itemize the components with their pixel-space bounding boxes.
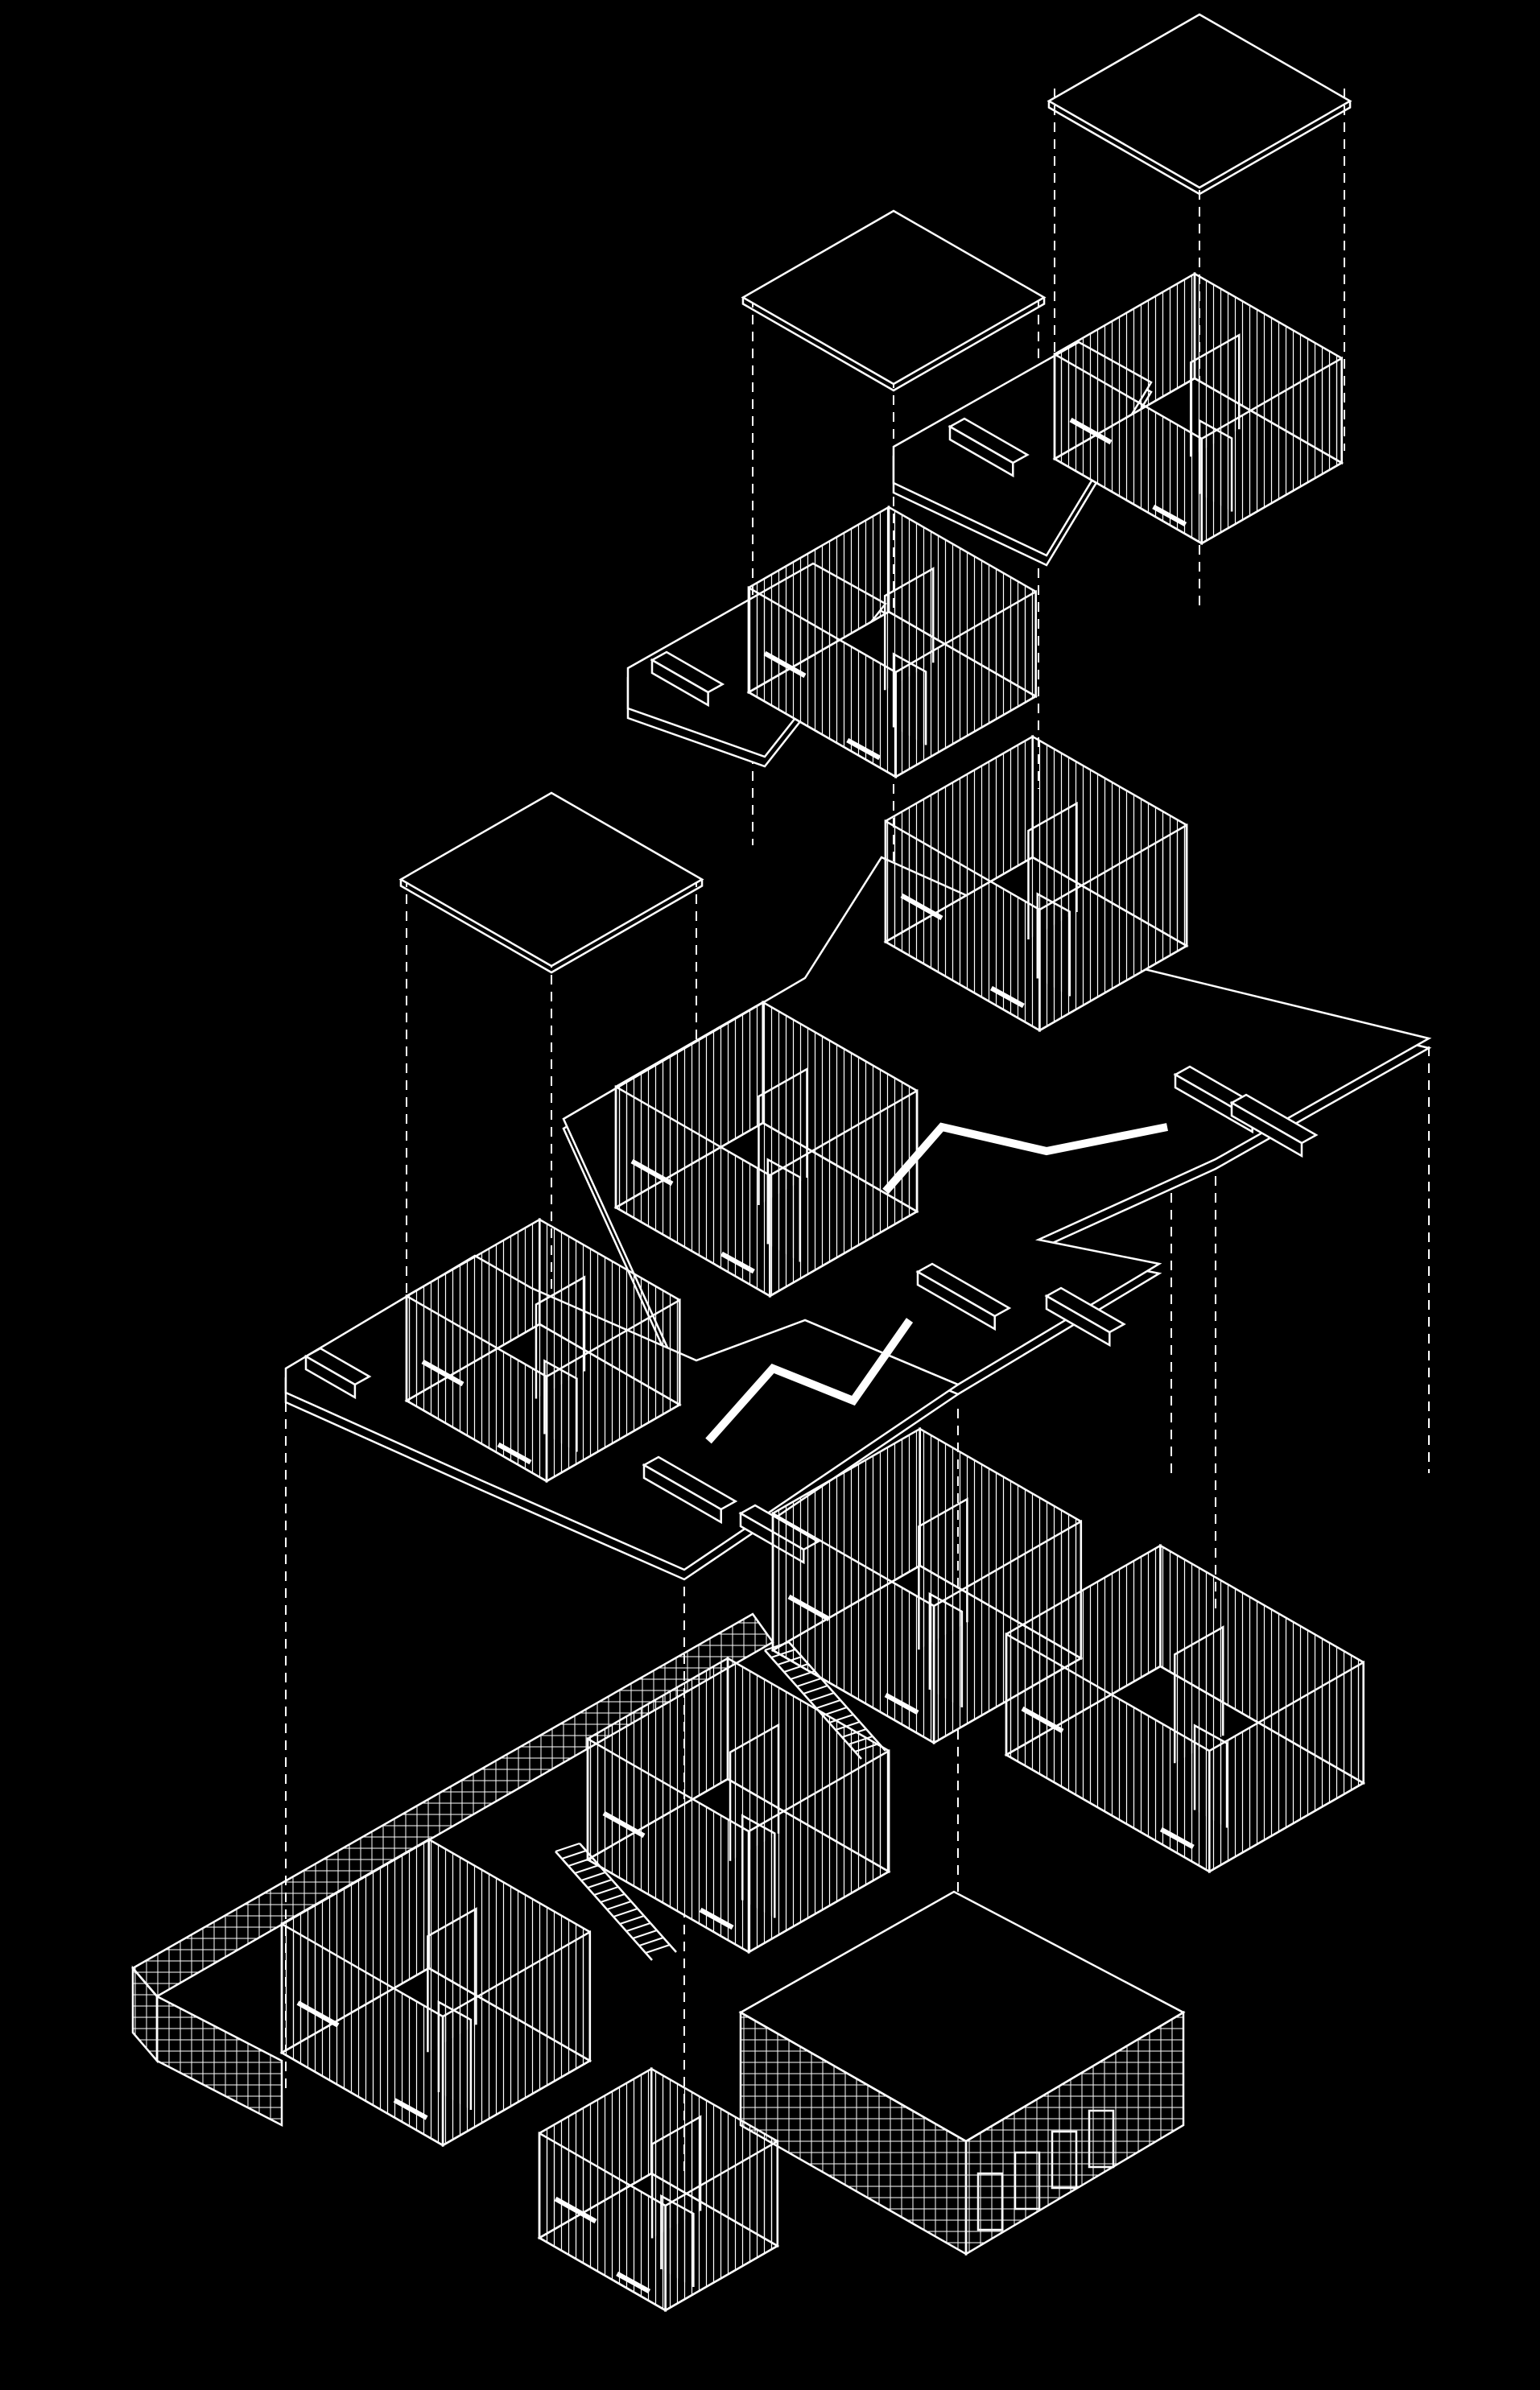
building-blocks: [131, 13, 1432, 2313]
level-3-bench-face: [650, 658, 709, 708]
level-1-room-partition-2: [543, 1359, 578, 1452]
ground-room-upper-window-front: [787, 1594, 831, 1622]
level-4-room-partition-2: [1198, 419, 1233, 512]
ground-stair-lower-step: [606, 1901, 632, 1910]
ground-stair-upper-step: [841, 1728, 867, 1738]
ground-room-right-partition: [1173, 1625, 1224, 1764]
ground-stair-lower-step: [638, 1937, 664, 1946]
ground-stair-upper-step: [822, 1707, 848, 1716]
ground-stair-lower-step: [568, 1857, 593, 1867]
ground-stair-lower-step: [632, 1930, 658, 1939]
ground-stair-lower-step: [580, 1872, 606, 1881]
ground-door: [976, 2172, 1004, 2231]
level-4-room-window-front-2: [1152, 504, 1187, 527]
level-2-planter-d-face: [1045, 1294, 1111, 1348]
ground-stair-lower-step: [613, 1908, 638, 1917]
ground-brick-wall-side: [155, 1994, 283, 2128]
level-1-room-window-front-2: [497, 1442, 532, 1465]
ground-stair-lower-step: [600, 1893, 625, 1903]
ground-room-left-partition-2: [437, 2000, 473, 2110]
level-1-bench-face: [304, 1354, 357, 1400]
ground-stair-lower-step: [619, 1915, 645, 1925]
ground-door: [1051, 2130, 1078, 2190]
ground-stair-upper-step: [809, 1692, 835, 1702]
ground-stair-upper-step: [803, 1685, 828, 1694]
ground-door: [1014, 2151, 1041, 2210]
ground-stair-lower-step: [561, 1850, 587, 1860]
ground-stair-upper-stringer-a: [764, 1649, 862, 1760]
level-2-planter-c-face: [916, 1269, 996, 1331]
level-1-room-window-front: [421, 1359, 464, 1387]
ground-stair-upper-stringer-b: [788, 1641, 886, 1752]
ground-stair-upper-step: [815, 1699, 841, 1709]
level-3-room-partition-2: [892, 652, 927, 745]
ground-room-front-window-front: [554, 2196, 597, 2224]
level-2-deck: [562, 734, 1432, 1396]
ground-stair-lower-step: [625, 1922, 651, 1932]
ground-room-stair-window-front: [602, 1810, 646, 1839]
level-3-room-window-front-2: [846, 737, 881, 761]
ground-stair-upper-step: [835, 1721, 861, 1731]
ground-room-right-window-front: [1021, 1706, 1064, 1734]
ground-room-right-partition-2: [1193, 1723, 1228, 1828]
level-4-unit: [892, 271, 1344, 567]
level-2-room-right-window-front-2: [989, 985, 1025, 1009]
ground-courtyard-wall-right: [964, 2010, 1185, 2256]
level-1-planter-a-face: [642, 1463, 722, 1525]
ground-room-front-window-front-2: [616, 2271, 651, 2294]
ground-stair-lower-stringer-b: [579, 1843, 677, 1953]
ground-stair-lower-step: [574, 1864, 600, 1874]
ground-stair-upper-step: [777, 1656, 803, 1666]
ground-stair-upper-step: [854, 1743, 880, 1752]
roof-left: [398, 791, 704, 968]
level-2-room-left-window-front-2: [720, 1251, 755, 1274]
ground-room-left-window-front: [296, 2000, 340, 2028]
roof-top-right: [1047, 13, 1352, 189]
roof-top-right-edge: [1047, 101, 1352, 196]
level-2-curved-wall: [882, 1122, 1168, 1195]
level-2-room-right-window-front: [900, 893, 943, 921]
level-4-bench-face: [948, 424, 1014, 478]
ground-room-right-window-front-2: [1159, 1827, 1195, 1850]
level-3-unit: [626, 505, 1038, 779]
ground-door: [1088, 2109, 1115, 2169]
roof-mid: [741, 209, 1047, 386]
level-1-curved-wall: [705, 1318, 914, 1444]
ground-stair-upper-step: [828, 1714, 854, 1723]
level-4-room-window-front: [1069, 417, 1113, 445]
ground-stair-upper-step: [764, 1641, 790, 1651]
ground-room-upper-window-front-2: [884, 1692, 919, 1715]
ground-stair-upper-step: [790, 1670, 815, 1680]
ground-room-stair-partition-2: [741, 1814, 776, 1918]
ground-stair-lower-step: [587, 1879, 613, 1888]
roof-left-edge: [399, 879, 704, 974]
ground-level: [131, 1426, 1366, 2313]
roof-mid-edge: [741, 297, 1046, 392]
ground-stair-lower-stringer-a: [555, 1851, 653, 1961]
ground-stair-lower-step: [555, 1843, 580, 1852]
ground-room-stair-window-front-2: [699, 1907, 734, 1930]
roofs: [398, 13, 1352, 974]
level-3-room-window-front: [763, 650, 807, 679]
ground-stair-upper-step: [848, 1736, 873, 1745]
ground-stair-lower-step: [593, 1886, 619, 1896]
level-2-planter-b-face: [1230, 1100, 1303, 1158]
level-2-room-right-partition-2: [1036, 892, 1071, 997]
ground-stair-upper-step: [796, 1678, 822, 1687]
level-2-room-left-partition-2: [766, 1158, 802, 1262]
ground-room-front-partition-2: [660, 2194, 695, 2287]
ground-room-upper-partition-2: [928, 1591, 964, 1707]
ground-stair-upper-step: [783, 1663, 809, 1673]
level-2-room-left-window-front: [630, 1158, 674, 1187]
ground-stair-lower-step: [645, 1944, 671, 1954]
ground-stair-upper-step: [770, 1649, 796, 1658]
ground-room-left-window-front-2: [393, 2098, 428, 2120]
